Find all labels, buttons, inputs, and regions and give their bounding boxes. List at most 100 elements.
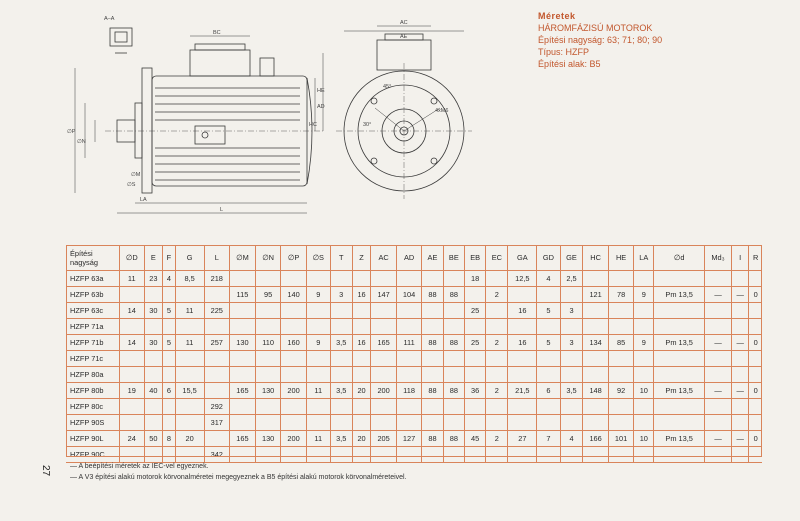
table-cell [442,446,465,463]
table-cell [607,366,634,383]
table-cell [421,446,444,463]
table-cell: 5 [536,302,561,319]
spec-line: Építési alak: B5 [538,59,601,69]
table-cell [305,302,331,319]
table-cell [463,398,486,415]
table-cell: Pm 13,5 [653,334,705,351]
table-cell: 19 [119,382,145,399]
table-cell [463,350,486,367]
column-header: GD [536,245,561,271]
table-cell: 9 [305,286,331,303]
column-header: ∅N [254,245,281,271]
table-cell [653,366,705,383]
table-cell: 111 [395,334,422,351]
table-cell: 11 [305,382,331,399]
table-cell [228,318,256,335]
table-cell: Pm 13,5 [653,430,705,447]
table-cell [162,286,176,303]
table-cell [305,446,331,463]
table-cell: 140 [280,286,307,303]
table-cell: 6 [536,382,561,399]
table-cell: 11 [305,430,331,447]
table-cell [143,318,163,335]
table-cell [119,366,145,383]
table-cell [305,318,331,335]
table-cell: 0 [748,286,762,303]
table-cell: 15,5 [174,382,205,399]
table-cell [536,398,561,415]
table-cell [463,414,486,431]
table-cell [228,350,256,367]
table-cell [731,318,749,335]
table-cell [280,446,307,463]
column-header: I [731,245,749,271]
table-cell [395,446,422,463]
table-cell: 5 [536,334,561,351]
column-header: BE [442,245,465,271]
table-cell [254,414,281,431]
table-cell [329,350,353,367]
table-cell: 127 [395,430,422,447]
table-cell [162,414,176,431]
table-cell: 95 [254,286,281,303]
column-header: G [174,245,205,271]
table-cell [731,398,749,415]
table-cell: 9 [305,334,331,351]
table-cell [395,366,422,383]
column-header: AD [395,245,422,271]
table-cell [370,366,397,383]
table-cell: 45 [463,430,486,447]
table-cell: 3 [559,334,583,351]
table-cell [305,366,331,383]
table-cell [607,318,634,335]
table-cell [329,398,353,415]
table-cell [607,270,634,287]
table-cell [395,398,422,415]
table-cell [703,302,732,319]
table-cell [228,414,256,431]
column-header: Md₃ [703,245,732,271]
table-cell [203,350,230,367]
table-cell: 88 [421,334,444,351]
table-cell [228,366,256,383]
column-header: ∅S [305,245,331,271]
table-cell: 6 [162,382,176,399]
table-cell [559,286,583,303]
table-cell: 88 [442,286,465,303]
table-cell [607,446,634,463]
table-cell [203,286,230,303]
table-cell [559,446,583,463]
table-cell [536,366,561,383]
table-cell: 9 [633,286,654,303]
table-cell [442,414,465,431]
table-cell [653,318,705,335]
footnotes: — A beépítési méretek az IEC-vel egyezne… [70,461,407,483]
table-cell [463,286,486,303]
table-cell: 121 [582,286,609,303]
table-cell [254,446,281,463]
column-header: ∅M [228,245,256,271]
row-name: HZFP 63c [66,302,120,319]
table-cell: 257 [203,334,230,351]
table-cell [370,318,397,335]
table-cell [507,318,537,335]
table-cell [559,414,583,431]
table-cell [748,302,762,319]
table-cell: 101 [607,430,634,447]
table-cell [228,398,256,415]
table-cell [485,414,508,431]
table-cell: 88 [421,382,444,399]
table-cell [395,318,422,335]
table-cell [351,318,371,335]
table-cell: 27 [507,430,537,447]
table-cell: 104 [395,286,422,303]
spec-line: Típus: HZFP [538,47,590,57]
table-cell [653,398,705,415]
table-cell [174,350,205,367]
table-cell: 147 [370,286,397,303]
table-cell [442,398,465,415]
table-cell [582,270,609,287]
label-hc: HC [309,122,317,128]
